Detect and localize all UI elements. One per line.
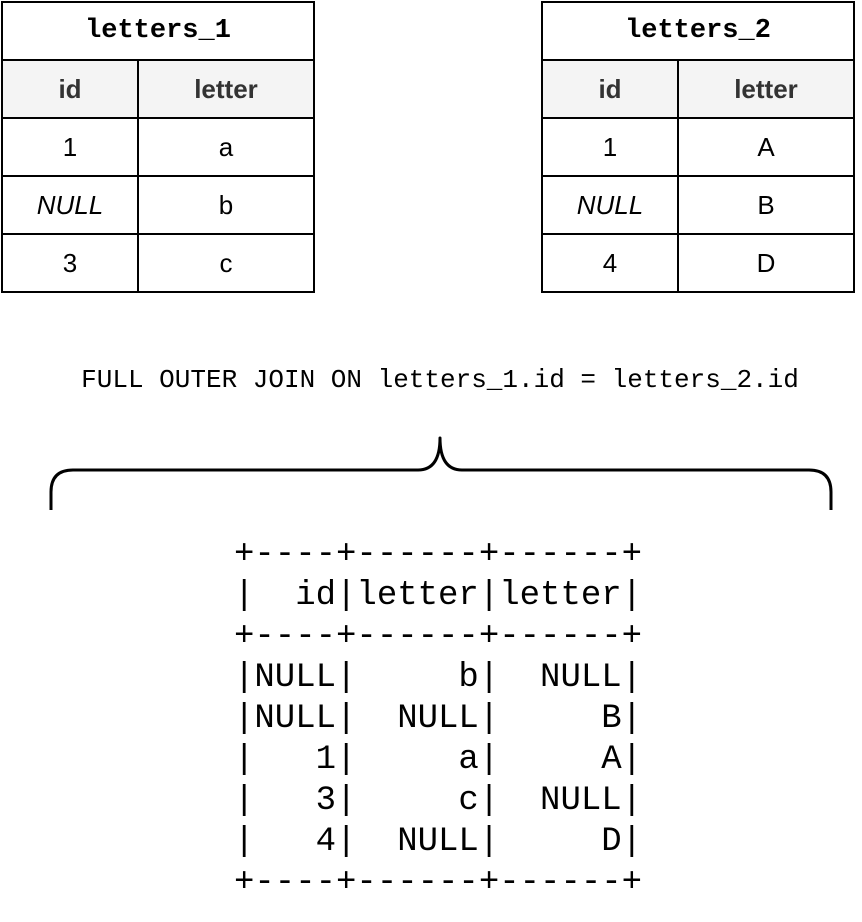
table-row: 3 c <box>1 233 315 293</box>
column-header-id: id <box>1 59 139 119</box>
cell-id: 1 <box>541 117 679 177</box>
table-header-row: id letter <box>541 59 855 119</box>
cell-id: NULL <box>541 175 679 235</box>
cell-letter: b <box>137 175 315 235</box>
table-row: 1 A <box>541 117 855 177</box>
column-header-letter: letter <box>677 59 855 119</box>
table-title-row: letters_1 <box>1 1 315 61</box>
cell-letter: D <box>677 233 855 293</box>
result-table: +----+------+------+| id|letter|letter|+… <box>234 535 642 904</box>
cell-letter: B <box>677 175 855 235</box>
result-line: +----+------+------+ <box>234 618 643 656</box>
result-line: +----+------+------+ <box>234 864 643 902</box>
cell-letter: A <box>677 117 855 177</box>
table-row: 4 D <box>541 233 855 293</box>
result-line: | 3| c| NULL| <box>234 782 643 820</box>
curly-brace-icon <box>49 436 833 510</box>
result-line: |NULL| b| NULL| <box>234 659 643 697</box>
result-line: | 4| NULL| D| <box>234 823 643 861</box>
cell-id: 1 <box>1 117 139 177</box>
column-header-letter: letter <box>137 59 315 119</box>
result-line: |NULL| NULL| B| <box>234 700 643 738</box>
cell-id: 4 <box>541 233 679 293</box>
table-title: letters_2 <box>541 1 855 61</box>
cell-id: 3 <box>1 233 139 293</box>
result-line: +----+------+------+ <box>234 536 643 574</box>
cell-id: NULL <box>1 175 139 235</box>
result-line: | 1| a| A| <box>234 741 643 779</box>
result-line: | id|letter|letter| <box>234 577 643 615</box>
letters-1-table: letters_1 id letter 1 a NULL b 3 c <box>1 1 315 293</box>
cell-letter: a <box>137 117 315 177</box>
table-title-row: letters_2 <box>541 1 855 61</box>
column-header-id: id <box>541 59 679 119</box>
table-row: NULL B <box>541 175 855 235</box>
table-row: 1 a <box>1 117 315 177</box>
table-row: NULL b <box>1 175 315 235</box>
table-title: letters_1 <box>1 1 315 61</box>
letters-2-table: letters_2 id letter 1 A NULL B 4 D <box>541 1 855 293</box>
join-condition-label: FULL OUTER JOIN ON letters_1.id = letter… <box>81 365 799 395</box>
cell-letter: c <box>137 233 315 293</box>
table-header-row: id letter <box>1 59 315 119</box>
